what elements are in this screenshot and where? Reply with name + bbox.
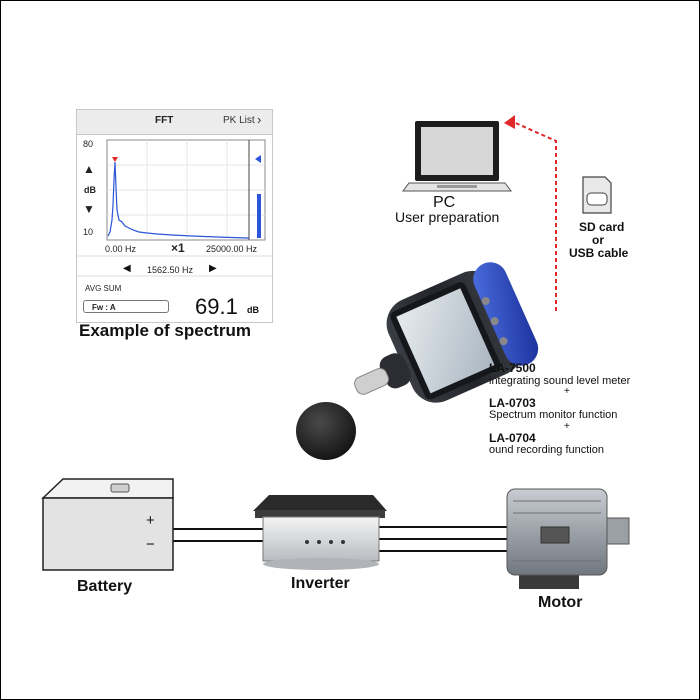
weighting-badge: Fw : A [83,300,169,313]
battery-illustration [41,478,174,571]
product-model: LA-7500 [489,361,536,375]
inverter-label: Inverter [291,575,350,592]
spectrum-display-panel: FFT PK List › 80 ▲ dB ▼ 10 0.00 Hz ×1 25… [76,109,273,323]
freq-end-label: 25000.00 Hz [206,244,258,254]
chevron-right-icon: › [257,112,262,127]
battery-minus-terminal: − [146,536,155,553]
motor-illustration [506,488,630,589]
scale-down-icon[interactable]: ▼ [83,202,95,216]
zoom-label: ×1 [171,241,185,255]
spectrum-header-bar [77,110,272,135]
freq-start-label: 0.00 Hz [105,244,137,254]
spectrum-plot [77,139,272,277]
product-description: ound recording function [489,444,604,456]
y-axis-unit-label: dB [84,185,96,195]
pk-list-button[interactable]: PK List [223,115,255,126]
level-reading: 69.1 [195,294,238,319]
motor-label: Motor [538,594,583,611]
sd-card-illustration [582,176,612,214]
level-unit: dB [247,305,259,315]
data-transfer-arrow [504,115,557,311]
plus-separator: + [564,421,570,432]
sound-level-meter-illustration [296,262,539,460]
connection-label-usb: USB cable [569,246,629,260]
pc-label: PC [433,194,456,211]
y-axis-min-label: 10 [83,227,94,237]
mode-label: AVG SUM [85,284,122,293]
connection-label-sd: SD card [579,220,625,234]
plus-separator: + [564,386,570,397]
center-frequency-value: 1562.50 Hz [147,265,194,275]
spectrum-caption: Example of spectrum [79,321,251,340]
battery-plus-terminal: + [146,512,155,529]
inverter-illustration [253,495,387,570]
spectrum-title: FFT [155,115,174,126]
product-model: LA-0704 [489,431,536,445]
connection-label-or: or [592,233,604,247]
product-model: LA-0703 [489,396,536,410]
pc-sub-label: User preparation [395,209,500,225]
product-description: integrating sound level meter [489,375,631,387]
power-cables [173,526,513,552]
cursor-right-icon[interactable]: ▶ [209,263,217,274]
battery-label: Battery [77,578,133,595]
laptop-illustration [402,121,512,192]
y-axis-max-label: 80 [83,139,94,149]
scale-up-icon[interactable]: ▲ [83,162,95,176]
product-description: Spectrum monitor function [489,409,618,421]
cursor-left-icon[interactable]: ◀ [123,263,131,274]
